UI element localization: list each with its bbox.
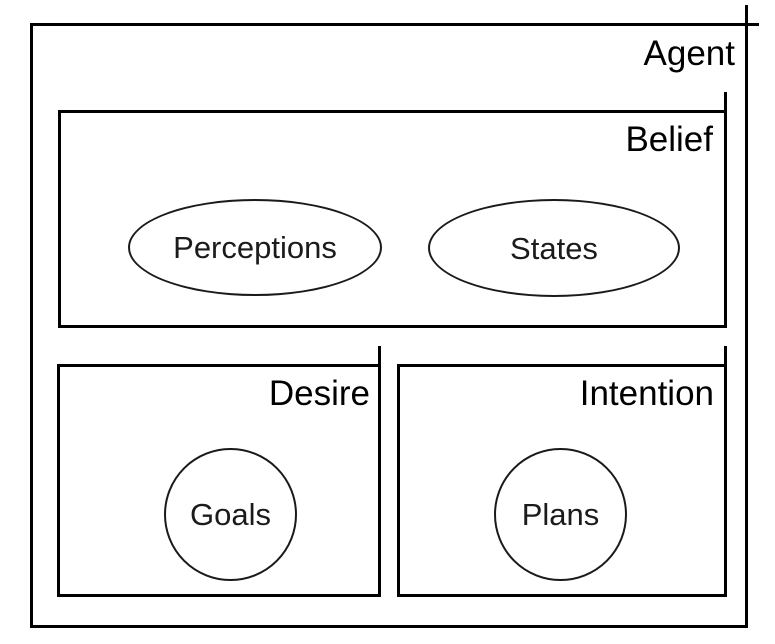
agent-container-box bbox=[30, 23, 748, 628]
node-states[interactable]: States bbox=[428, 199, 680, 297]
agent-corner-tick-vertical bbox=[745, 5, 748, 25]
belief-label: Belief bbox=[625, 120, 713, 159]
belief-corner-tick-vertical bbox=[724, 92, 727, 112]
agent-label: Agent bbox=[643, 34, 735, 73]
node-perceptions-label: Perceptions bbox=[173, 230, 337, 265]
belief-container-box bbox=[58, 110, 727, 328]
desire-container-box bbox=[57, 364, 381, 597]
node-perceptions[interactable]: Perceptions bbox=[128, 199, 382, 296]
intention-container-box bbox=[397, 364, 727, 597]
node-plans[interactable]: Plans bbox=[494, 448, 627, 581]
agent-corner-tick-horizontal bbox=[745, 23, 759, 26]
node-goals-label: Goals bbox=[190, 497, 271, 532]
node-states-label: States bbox=[510, 230, 598, 266]
intention-label: Intention bbox=[579, 374, 714, 413]
node-goals[interactable]: Goals bbox=[164, 448, 297, 581]
node-plans-label: Plans bbox=[521, 497, 600, 532]
desire-label: Desire bbox=[268, 374, 370, 413]
intention-corner-tick-vertical bbox=[724, 346, 727, 366]
desire-corner-tick-vertical bbox=[378, 346, 381, 366]
